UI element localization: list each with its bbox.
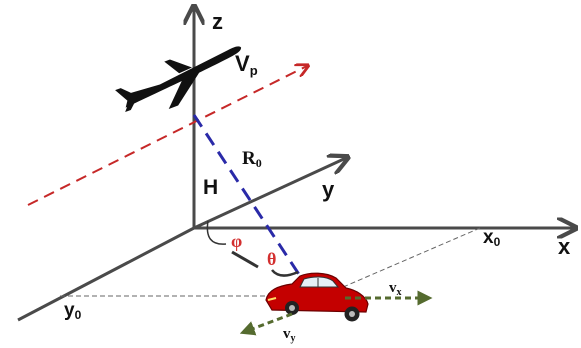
car-icon xyxy=(265,272,369,322)
vx-label: vx xyxy=(389,280,402,298)
x0-projection-line xyxy=(319,227,481,298)
vp-subscript: p xyxy=(250,63,258,78)
vy-subscript: y xyxy=(291,333,296,344)
x0-subscript: 0 xyxy=(494,235,501,249)
y0-label: y0 xyxy=(64,300,82,322)
slant-range-line xyxy=(192,114,306,283)
x-axis-label: x xyxy=(558,234,571,259)
y-axis-negative xyxy=(17,226,195,322)
theta-label: θ xyxy=(267,249,276,269)
r0-subscript: 0 xyxy=(256,156,262,170)
phi-angle-tick xyxy=(231,250,259,269)
z-axis-label: z xyxy=(212,9,223,34)
theta-angle-arc xyxy=(271,269,299,277)
phi-angle-arc xyxy=(206,220,227,245)
x0-label: x0 xyxy=(483,227,501,249)
height-label: H xyxy=(203,176,218,199)
r0-label: R0 xyxy=(242,148,262,170)
vy-velocity-arrow xyxy=(239,312,293,336)
vx-subscript: x xyxy=(397,287,402,298)
vy-label: vy xyxy=(283,326,296,344)
y-axis-label: y xyxy=(322,177,335,202)
aircraft-icon xyxy=(115,46,242,113)
y0-subscript: 0 xyxy=(75,308,82,322)
vp-label: Vp xyxy=(235,51,258,78)
phi-label: φ xyxy=(231,231,242,251)
y-axis xyxy=(193,158,346,230)
aircraft-flight-path xyxy=(27,66,307,206)
